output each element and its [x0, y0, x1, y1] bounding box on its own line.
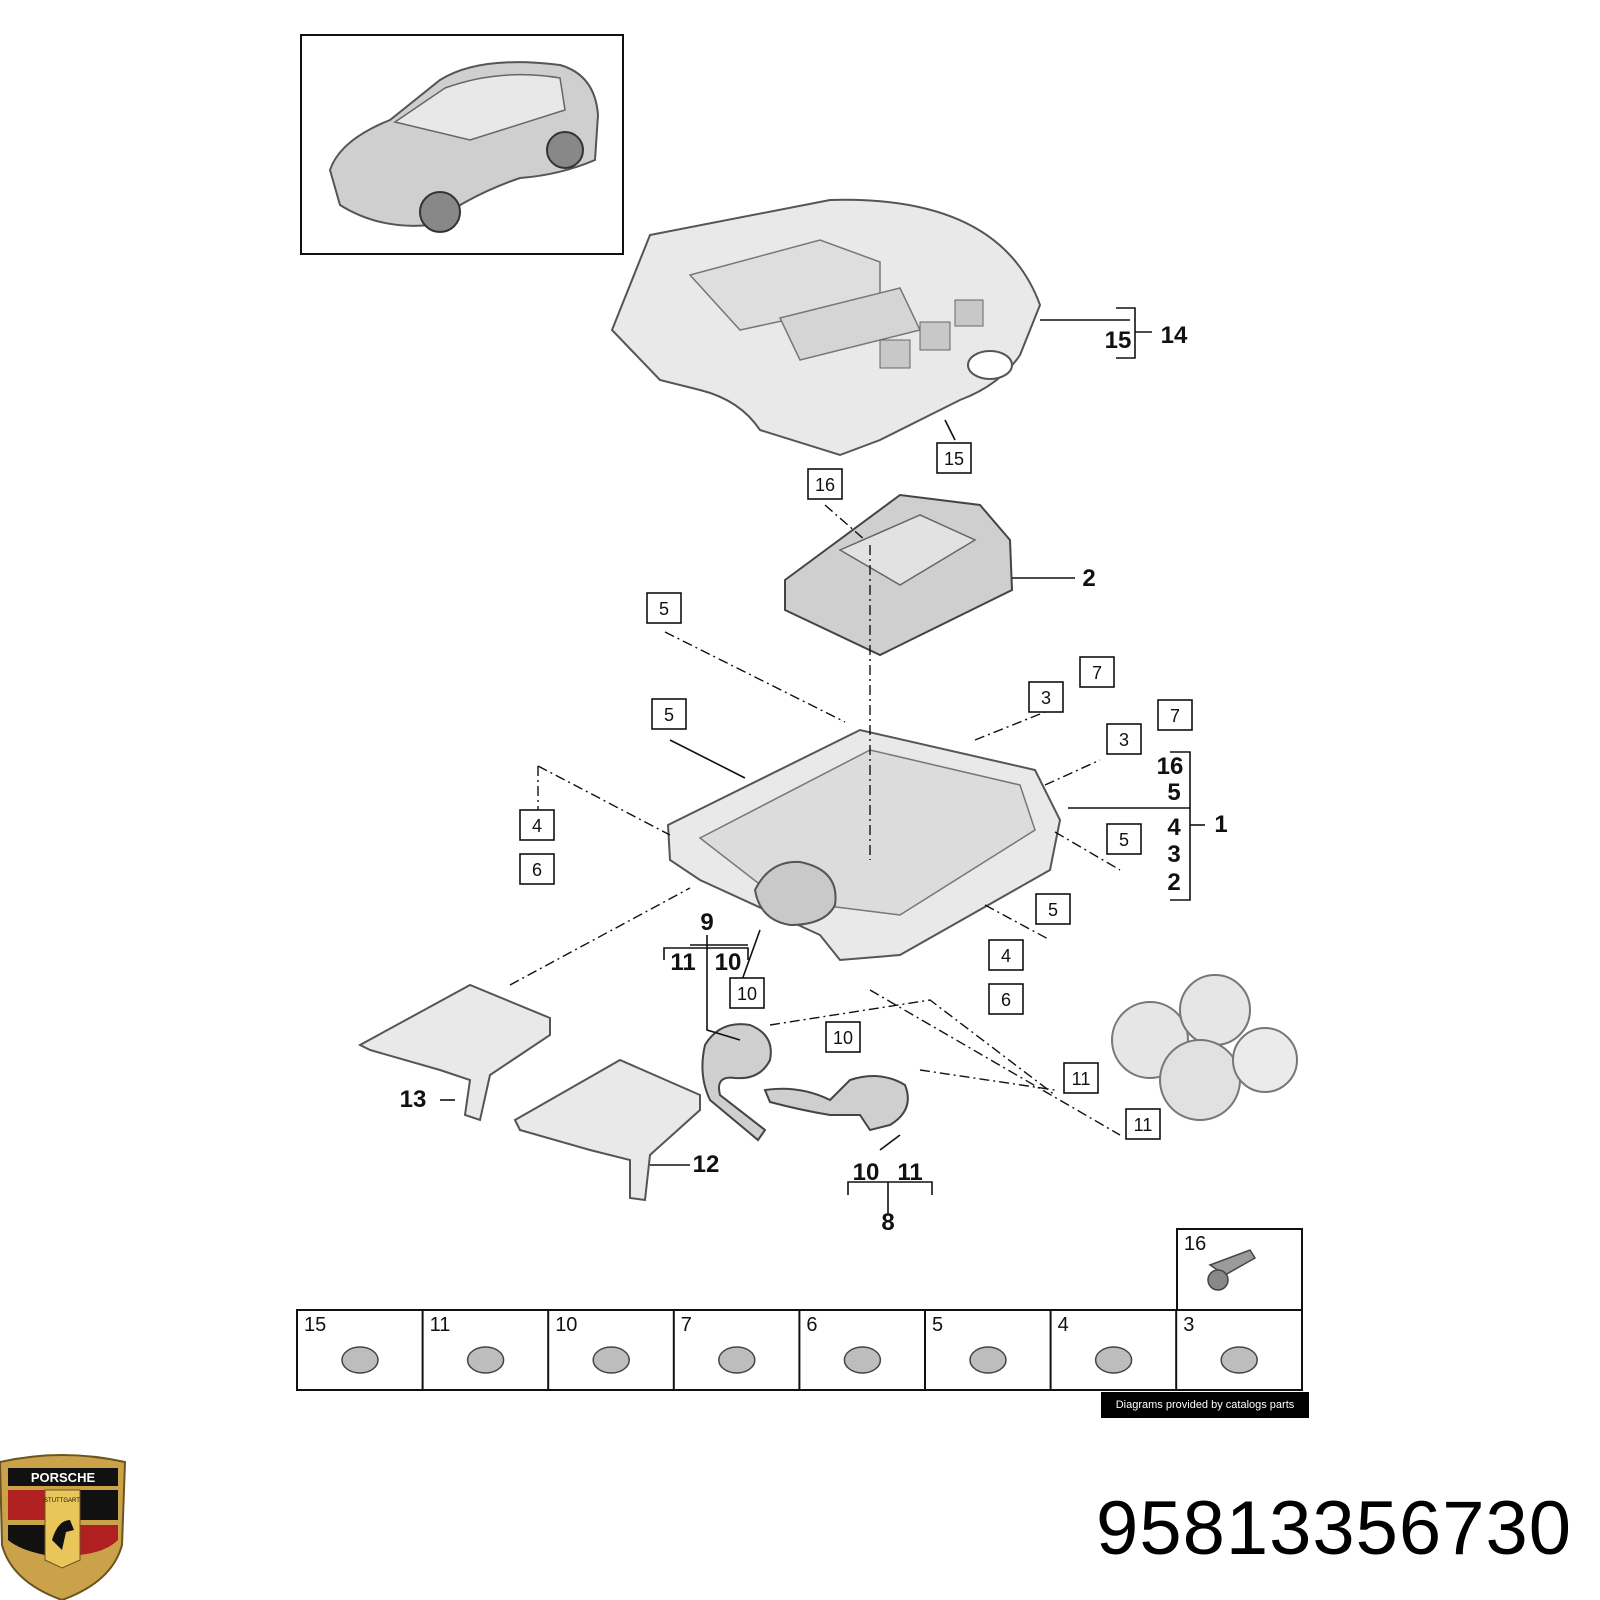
- callout-boxes: 15 16 5 7 3 5 7 3 4 5 6 5 4 10 6 10 11: [519, 442, 1193, 1140]
- logo-text: PORSCHE: [31, 1470, 96, 1485]
- engine-cover: [610, 198, 1042, 457]
- callout-10d: 10: [853, 1159, 880, 1186]
- intake-duct-12: [513, 1058, 701, 1202]
- callout-5c: 5: [1167, 779, 1180, 806]
- callout-1: 1: [1214, 811, 1227, 838]
- callout-15b: 15: [944, 449, 964, 469]
- logo-city: STUTTGART: [44, 1498, 80, 1504]
- legend-part-icon: [718, 1346, 756, 1374]
- callout-15a: 15: [1105, 327, 1132, 354]
- callout-6a: 6: [532, 860, 542, 880]
- legend-number: 4: [1058, 1314, 1069, 1336]
- legend-part-icon: [969, 1346, 1007, 1374]
- callout-16a: 16: [815, 475, 835, 495]
- callout-7a: 7: [1092, 663, 1102, 683]
- callout-3c: 3: [1167, 841, 1180, 868]
- intake-hose-9: [701, 1023, 772, 1142]
- air-filter-housing-cover: [784, 493, 1014, 657]
- leader-lines: [440, 307, 1205, 1215]
- callout-11c: 11: [1134, 1115, 1153, 1135]
- callout-10b: 10: [737, 984, 757, 1004]
- callout-4b: 4: [1167, 814, 1181, 841]
- callout-14: 14: [1161, 322, 1188, 349]
- callout-8: 8: [881, 1209, 894, 1236]
- callout-5a: 5: [659, 599, 669, 619]
- legend-number: 10: [555, 1314, 577, 1336]
- callout-5d: 5: [1119, 830, 1129, 850]
- legend-number: 15: [304, 1314, 326, 1336]
- part-number: 95813356730: [1096, 1486, 1572, 1571]
- callout-7b: 7: [1170, 706, 1180, 726]
- callout-3a: 3: [1041, 688, 1051, 708]
- callout-4a: 4: [532, 816, 542, 836]
- callout-11a: 11: [670, 949, 695, 976]
- callout-10c: 10: [833, 1028, 853, 1048]
- legend-icon-bolt-head: [1207, 1269, 1229, 1291]
- legend-number: 3: [1183, 1314, 1194, 1336]
- callout-2b: 2: [1167, 869, 1180, 896]
- legend-part-icon: [1094, 1346, 1133, 1374]
- turbochargers: [1111, 974, 1298, 1121]
- legend-number: 5: [932, 1314, 943, 1336]
- legend-number: 11: [430, 1314, 451, 1336]
- callout-11b: 11: [1072, 1069, 1091, 1089]
- callout-3b: 3: [1119, 730, 1129, 750]
- callout-2a: 2: [1082, 565, 1095, 592]
- legend-top-number: 16: [1184, 1233, 1206, 1255]
- vehicle-thumbnail: [300, 34, 624, 255]
- callout-13: 13: [400, 1086, 427, 1113]
- porsche-crest-logo: PORSCHE STUTTGART: [0, 1454, 127, 1600]
- legend-table: 16 15 11 10 7 6 5 4 3: [296, 1228, 1303, 1391]
- callout-16b: 16: [1157, 753, 1184, 780]
- legend-part-icon: [843, 1346, 882, 1374]
- intake-duct-13: [357, 983, 551, 1122]
- legend-part-icon: [466, 1346, 505, 1374]
- diagram-credit: Diagrams provided by catalogs parts: [1101, 1392, 1309, 1418]
- legend-part-icon: [1220, 1346, 1258, 1374]
- horse-icon: [52, 1520, 74, 1550]
- legend-part-icon: [341, 1346, 379, 1374]
- legend-part-icon: [592, 1346, 630, 1374]
- legend-number: 6: [806, 1314, 817, 1336]
- air-filter-housing: [666, 728, 1062, 962]
- callout-12: 12: [693, 1151, 720, 1178]
- legend-number: 7: [681, 1314, 692, 1336]
- callout-6b: 6: [1001, 990, 1011, 1010]
- callout-9: 9: [700, 909, 713, 936]
- callout-5e: 5: [1048, 900, 1058, 920]
- bold-callouts: 15 14 2 16 5 4 3 2 1 9 11 10 13 12 10 11…: [400, 322, 1228, 1236]
- callout-10a: 10: [715, 949, 742, 976]
- callout-11d: 11: [897, 1159, 922, 1186]
- callout-5b: 5: [664, 705, 674, 725]
- intake-hose-8: [763, 1075, 909, 1132]
- callout-4c: 4: [1001, 946, 1011, 966]
